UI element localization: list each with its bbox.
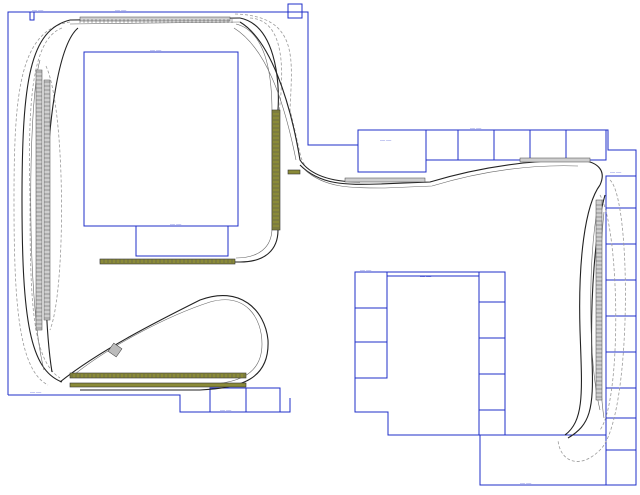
- benchwork-outline: [7, 3, 637, 486]
- svg-text:___ ___: ___ ___: [359, 267, 372, 271]
- svg-text:___ ___: ___ ___: [31, 7, 44, 11]
- siding-bottom-1: [69, 372, 247, 379]
- track-ties: [36, 19, 602, 398]
- turnout-marker: [107, 342, 123, 358]
- hidden-track: [13, 13, 626, 462]
- svg-text:___ ___: ___ ___: [519, 480, 532, 484]
- svg-text:___ ___: ___ ___: [379, 137, 392, 141]
- svg-text:___ ___: ___ ___: [609, 169, 622, 173]
- dimension-labels: ___ ___ ___ ___ ___ ___ ___ ___ ___ ___ …: [29, 7, 622, 484]
- sidings: [35, 16, 603, 401]
- svg-text:___ ___: ___ ___: [219, 407, 232, 411]
- siding-bottom-2: [69, 382, 247, 388]
- svg-text:___ ___: ___ ___: [149, 47, 162, 51]
- svg-text:___ ___: ___ ___: [114, 7, 127, 11]
- svg-text:___ ___: ___ ___: [29, 389, 42, 393]
- svg-text:___ ___: ___ ___: [469, 125, 482, 129]
- inner-opening: [83, 51, 239, 227]
- svg-text:___ ___: ___ ___: [419, 273, 432, 277]
- svg-text:___ ___: ___ ___: [169, 221, 182, 225]
- siding-vertical: [271, 109, 281, 231]
